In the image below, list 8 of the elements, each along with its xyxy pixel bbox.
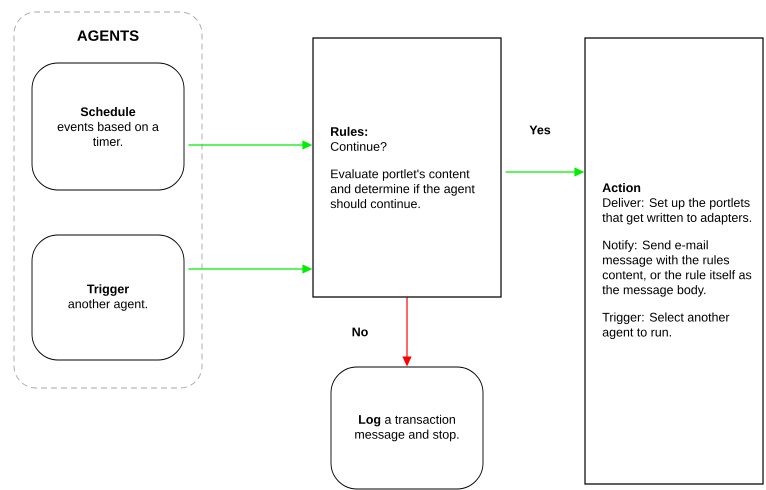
rounded-box: Log a transaction message and stop. xyxy=(330,366,484,490)
rounded-box: Schedule events based on a timer. xyxy=(32,62,184,190)
process-box: Rules: Continue? Evaluate portlet's content and determine if the agent should continue. xyxy=(312,37,502,298)
process-box: Action Deliver: Set up the portlets that get written to adapters. Notify: Send e-mail message with the rules content, or the rule itself as the message body. Trigger: Select another agent to run. xyxy=(584,37,764,485)
group-title: AGENTS xyxy=(77,30,139,41)
rounded-box: Trigger another agent. xyxy=(32,234,184,360)
edge-label: No xyxy=(350,326,370,338)
edge-label: Yes xyxy=(528,124,552,136)
